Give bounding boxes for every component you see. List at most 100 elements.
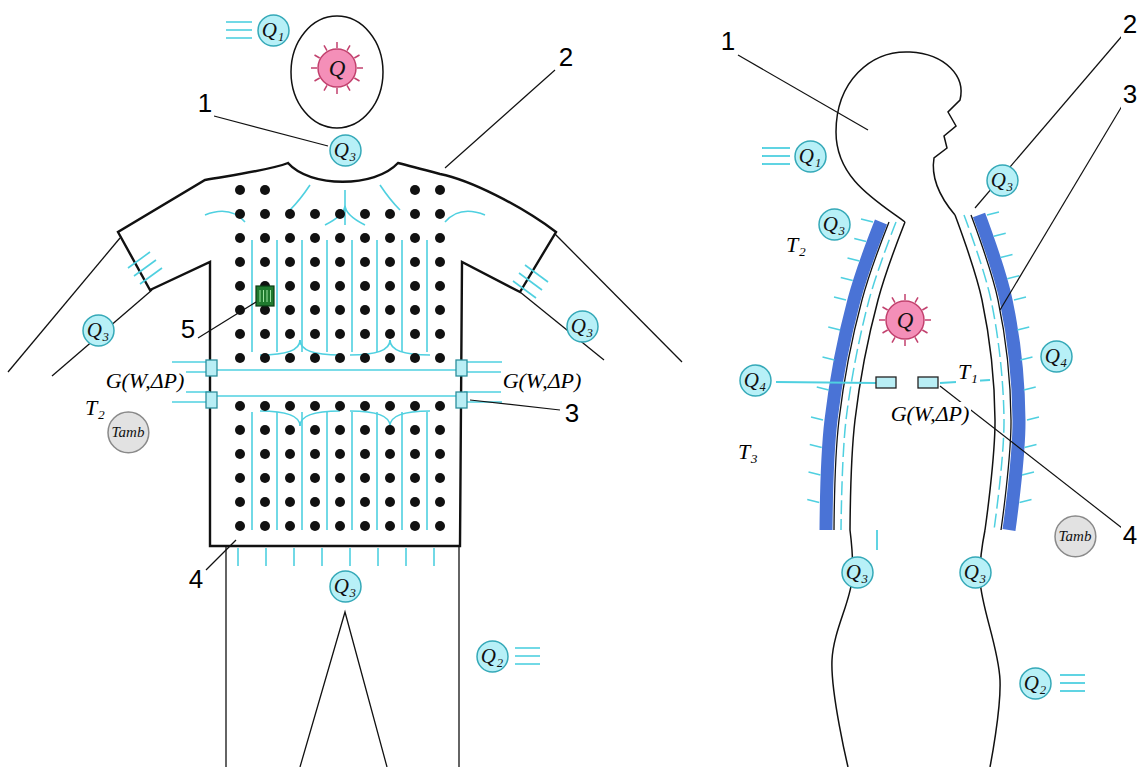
- ambient-circle: Tamb: [1054, 515, 1097, 558]
- node-text: Q: [329, 57, 346, 80]
- leader-line: [206, 540, 236, 570]
- heat-flux-circle: Q₃: [986, 164, 1019, 197]
- heat-flow-tick: [1014, 297, 1026, 300]
- node-text: Q₂: [481, 646, 503, 667]
- heat-flux-circle: Q₃: [329, 570, 362, 603]
- leader-line: [975, 36, 1122, 208]
- quantity-label: T₂: [784, 233, 808, 256]
- callout-number: 1: [196, 90, 214, 117]
- perforation-dots: [235, 185, 445, 531]
- leader-line: [214, 116, 328, 146]
- node-text: Tamb: [1059, 529, 1092, 544]
- head-outline: [291, 16, 383, 128]
- heat-flow-tick: [810, 445, 822, 448]
- heat-flow-tick: [1021, 357, 1033, 360]
- airflow-lines: [128, 22, 548, 664]
- arm-line: [520, 292, 604, 360]
- connector-socket: [456, 360, 467, 376]
- heat-flow-tick: [811, 417, 823, 420]
- sensor-grill: [263, 290, 264, 302]
- arm-line: [52, 290, 152, 376]
- node-text: Q₃: [964, 562, 986, 583]
- node-text: Q₂: [1024, 673, 1046, 694]
- heat-flow-tick: [994, 233, 1006, 236]
- leader-line: [445, 70, 555, 168]
- heat-flux-circle: Q₃: [82, 314, 115, 347]
- heat-flow-tick: [861, 219, 873, 222]
- leg-line: [458, 546, 459, 767]
- sensor-module: [256, 286, 274, 306]
- heat-flux-circle: Q₄: [739, 364, 772, 397]
- connector-socket: [206, 392, 217, 408]
- heat-flow-tick: [854, 239, 866, 242]
- side-view: [762, 52, 1085, 767]
- quantity-label: G(W,ΔP): [104, 369, 187, 392]
- heat-flow-tick: [828, 327, 840, 330]
- callout-number: 3: [563, 400, 581, 427]
- node-text: Q₃: [87, 320, 109, 341]
- leg-line: [225, 546, 226, 767]
- heat-flux-circle: Q₃: [818, 208, 851, 241]
- heat-flow-tick: [987, 212, 999, 215]
- callout-number: 3: [1121, 81, 1139, 108]
- heat-flux-circle: Q₂: [476, 640, 509, 673]
- heat-flow-tick: [841, 278, 853, 281]
- quantity-label: T₃: [736, 440, 760, 463]
- callout-number: 2: [557, 44, 575, 71]
- vest-outline: [118, 163, 556, 546]
- head-profile: [836, 52, 961, 222]
- front-view: [8, 16, 682, 767]
- node-text: Q₄: [744, 370, 766, 391]
- quantity-label: G(W,ΔP): [889, 402, 972, 425]
- node-text: Q₃: [334, 576, 356, 597]
- connector-socket: [876, 377, 896, 388]
- heat-flow-tick: [1022, 472, 1034, 475]
- sensor-grill: [267, 290, 268, 302]
- callout-number: 2: [1121, 11, 1139, 38]
- heat-flow-tick: [817, 387, 829, 390]
- callout-number: 1: [719, 28, 737, 55]
- leader-line: [738, 55, 868, 130]
- ambient-circle: Tamb: [107, 411, 150, 454]
- quantity-label: G(W,ΔP): [501, 369, 584, 392]
- air-gap-flow: [841, 222, 896, 530]
- leader-line: [470, 400, 560, 410]
- node-text: Q₃: [823, 214, 845, 235]
- heat-source-circle: Q: [876, 291, 934, 349]
- heat-flux-circle: Q₁: [257, 14, 290, 47]
- connector-socket: [456, 392, 467, 408]
- node-text: Q₃: [991, 170, 1013, 191]
- heat-flux-circle: Q₄: [1040, 340, 1073, 373]
- heat-flow-tick: [1001, 255, 1013, 258]
- node-text: Tamb: [112, 425, 145, 440]
- heat-flow-tick: [809, 472, 821, 475]
- heat-flow-tick: [1017, 327, 1029, 330]
- quantity-label: T₂: [83, 396, 107, 419]
- heat-flux-circle: Q₃: [959, 556, 992, 589]
- node-text: Q₃: [334, 140, 356, 161]
- quantity-label: T₁: [956, 360, 980, 383]
- callout-number: 4: [187, 566, 205, 593]
- node-text: Q₁: [799, 146, 821, 167]
- heat-flow-tick: [834, 297, 846, 300]
- heat-flux-circle: Q₃: [841, 556, 874, 589]
- sensor-grill: [270, 290, 271, 302]
- node-text: Q₃: [571, 316, 593, 337]
- callout-number: 4: [1121, 522, 1139, 549]
- heat-flow-tick: [823, 357, 835, 360]
- heat-flux-circle: Q₃: [566, 310, 599, 343]
- heat-flow-tick: [1007, 276, 1019, 279]
- vest-layer: [979, 215, 1019, 530]
- heat-flux-circle: Q₂: [1019, 667, 1052, 700]
- sensor-grill: [260, 290, 261, 302]
- callout-number: 5: [179, 316, 197, 343]
- heat-flow-tick: [1027, 417, 1039, 420]
- leader-lines: [198, 36, 1122, 570]
- arm-line: [555, 234, 682, 362]
- connector-socket: [918, 377, 938, 388]
- leg-line: [300, 612, 387, 767]
- connector-socket: [206, 360, 217, 376]
- node-text: Q: [897, 309, 914, 332]
- node-text: Q₁: [262, 20, 284, 41]
- heat-source-circle: Q: [308, 39, 366, 97]
